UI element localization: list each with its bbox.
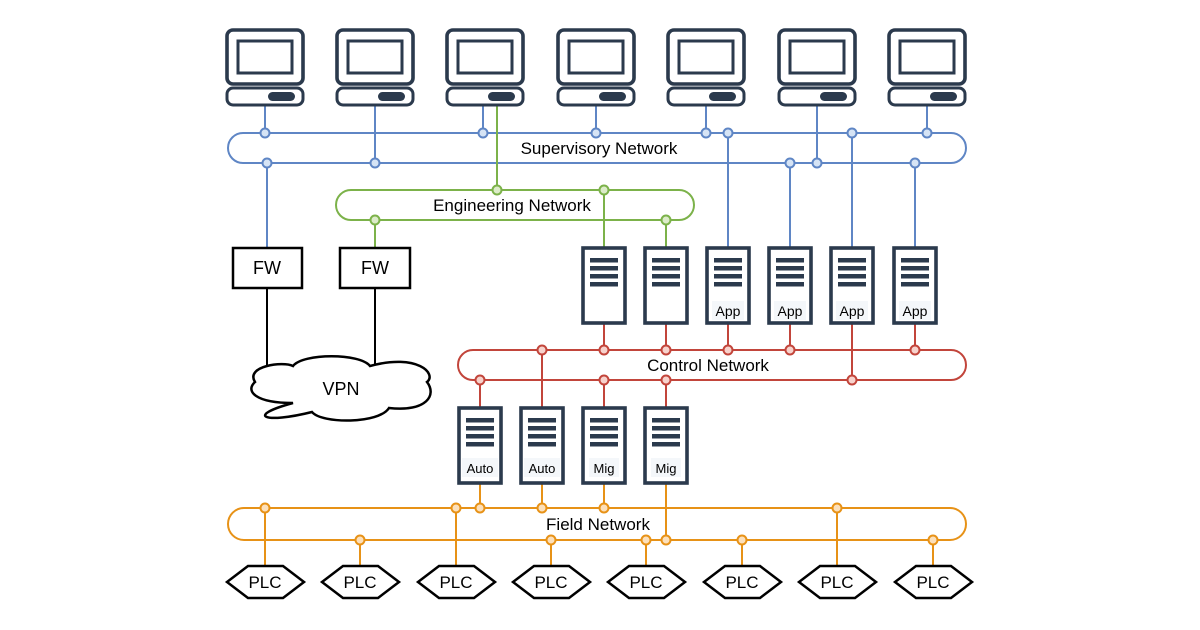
plc-label: PLC [820,573,853,592]
server-label: App [716,303,741,319]
server-label: Mig [594,461,615,476]
workstations [225,28,967,107]
firewall-box [231,246,304,290]
plc-label: PLC [439,573,472,592]
cloud-icon [250,355,432,422]
control-links [479,323,916,408]
server-label: Auto [467,461,494,476]
upper-servers: App App App App [581,246,938,325]
control-network-label: Control Network [647,356,769,375]
supervisory-connection-dots [259,127,933,169]
server-icon [643,246,689,325]
server-label: Auto [529,461,556,476]
vpn-links [266,288,376,372]
supervisory-links [264,105,928,248]
workstation-icon [225,28,305,107]
plc-label: PLC [916,573,949,592]
workstation-icon [777,28,857,107]
workstation-icon [887,28,967,107]
field-network-label: Field Network [546,515,650,534]
plc-label: PLC [343,573,376,592]
plc-label: PLC [725,573,758,592]
firewall-label: FW [253,258,281,278]
control-network-bus [457,349,967,381]
plc-label: PLC [534,573,567,592]
vpn-label: VPN [322,379,359,399]
firewall-box [338,246,412,290]
control-connection-dots [474,344,921,386]
workstation-icon [335,28,415,107]
plcs: PLC PLC PLC PLC PLC PLC PLC PLC [225,564,974,600]
field-links [264,482,934,566]
server-label: App [903,303,928,319]
supervisory-network-label: Supervisory Network [521,139,678,158]
vpn-cloud: VPN [250,355,432,422]
plc-label: PLC [629,573,662,592]
engineering-links [374,105,667,248]
workstation-icon [445,28,525,107]
server-icon [581,246,627,325]
server-label: Mig [656,461,677,476]
server-label: App [778,303,803,319]
field-connection-dots [259,502,939,546]
server-label: App [840,303,865,319]
plc-label: PLC [248,573,281,592]
firewalls: FW FW [231,246,412,290]
firewall-label: FW [361,258,389,278]
engineering-network-label: Engineering Network [433,196,591,215]
control-servers: Auto Auto Mig Mig [457,406,689,485]
workstation-icon [556,28,636,107]
workstation-icon [666,28,746,107]
engineering-connection-dots [369,184,672,226]
field-network-bus [227,507,967,541]
